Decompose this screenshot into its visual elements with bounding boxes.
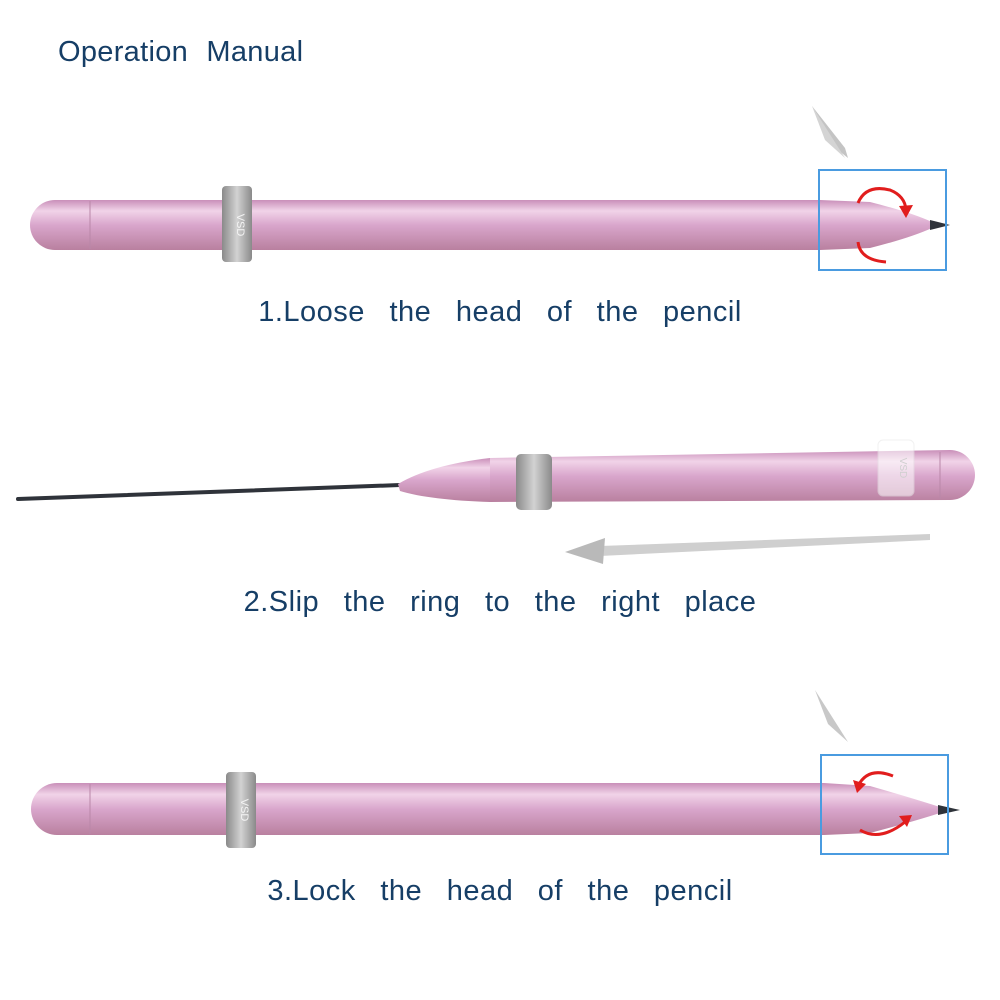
- ring: [222, 186, 252, 262]
- step-3-caption: 3.Lock the head of the pencil: [267, 875, 733, 907]
- pencil: VSD: [16, 439, 975, 510]
- step-2-caption: 2.Slip the ring to the right place: [243, 586, 757, 618]
- ring-brand-label: VSD: [234, 214, 246, 237]
- pencil: VSD: [30, 186, 950, 262]
- ring-brand-label: VSD: [897, 458, 908, 479]
- manual-title: Operation Manual: [58, 36, 304, 68]
- pointer-arrow-icon: [815, 690, 848, 742]
- ring-target-ghost: [877, 439, 915, 497]
- pencil: VSD: [31, 772, 960, 848]
- rotate-arrow-icon: [856, 187, 908, 264]
- ring-brand-label: VSD: [238, 799, 250, 822]
- highlight-box: [818, 169, 947, 271]
- step-3-illustration: VSD: [31, 690, 960, 855]
- ring: [516, 454, 552, 510]
- step-1-illustration: VSD: [30, 106, 950, 271]
- ring: [226, 772, 256, 848]
- step-1-caption: 1.Loose the head of the pencil: [258, 296, 742, 328]
- lead-tip: [930, 220, 950, 230]
- highlight-box: [820, 754, 949, 855]
- pointer-arrow-icon: [812, 106, 848, 158]
- slide-left-arrow-icon: [565, 534, 930, 564]
- lead-rod: [16, 483, 402, 501]
- step-2-illustration: VSD: [16, 439, 975, 564]
